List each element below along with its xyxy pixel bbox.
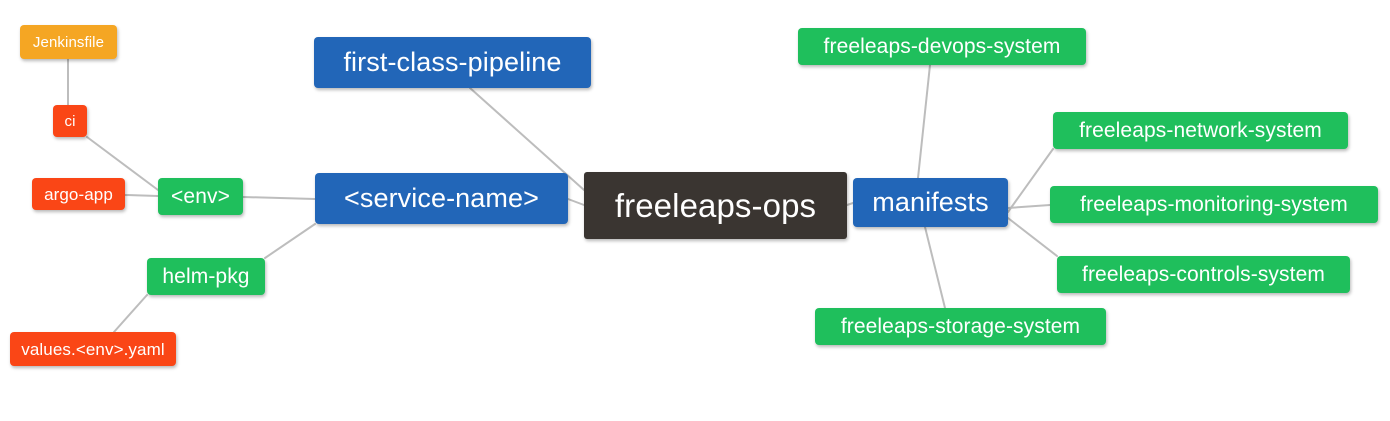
edge-manifests-to-freeleaps-storage-system: [924, 226, 946, 309]
mindmap-node-jenkinsfile[interactable]: Jenkinsfile: [20, 25, 117, 59]
node-label: freeleaps-network-system: [1079, 119, 1322, 142]
node-label: Jenkinsfile: [32, 33, 105, 51]
edge-manifests-to-freeleaps-devops-system: [917, 64, 931, 179]
node-label: freeleaps-ops: [614, 187, 817, 224]
node-label: freeleaps-monitoring-system: [1080, 193, 1348, 216]
mindmap-node-ci[interactable]: ci: [53, 105, 87, 137]
mindmap-node-helm-pkg[interactable]: helm-pkg: [147, 258, 265, 295]
edge-service-name-to-env: [242, 196, 316, 200]
mindmap-node-manifests[interactable]: manifests: [853, 178, 1008, 227]
node-label: <env>: [171, 185, 230, 208]
edge-service-name-to-helm-pkg: [264, 223, 316, 259]
edge-env-to-argo-app: [124, 194, 159, 197]
node-label: values.<env>.yaml: [21, 339, 165, 359]
mindmap-node-freeleaps-monitoring-system[interactable]: freeleaps-monitoring-system: [1050, 186, 1378, 223]
node-label: freeleaps-controls-system: [1082, 263, 1325, 286]
mindmap-node-first-class-pipeline[interactable]: first-class-pipeline: [314, 37, 591, 88]
edge-manifests-to-freeleaps-network-system: [1007, 148, 1054, 213]
edge-manifests-to-freeleaps-monitoring-system: [1007, 204, 1051, 209]
node-label: freeleaps-storage-system: [840, 315, 1081, 338]
mindmap-node-freeleaps-controls-system[interactable]: freeleaps-controls-system: [1057, 256, 1350, 293]
mindmap-node-service-name[interactable]: <service-name>: [315, 173, 568, 224]
node-label: helm-pkg: [162, 265, 250, 288]
mindmap-node-argo-app[interactable]: argo-app: [32, 178, 125, 210]
node-label: first-class-pipeline: [343, 47, 562, 77]
node-label: argo-app: [44, 184, 113, 204]
node-label: freeleaps-devops-system: [823, 35, 1061, 58]
mindmap-node-freeleaps-ops[interactable]: freeleaps-ops: [584, 172, 847, 239]
mindmap-node-freeleaps-network-system[interactable]: freeleaps-network-system: [1053, 112, 1348, 149]
edge-freeleaps-ops-to-service-name: [567, 198, 585, 206]
mindmap-node-freeleaps-storage-system[interactable]: freeleaps-storage-system: [815, 308, 1106, 345]
node-label: manifests: [872, 187, 989, 217]
node-label: ci: [64, 112, 76, 130]
edge-manifests-to-freeleaps-controls-system: [1007, 217, 1058, 257]
node-label: <service-name>: [344, 183, 539, 213]
mindmap-node-freeleaps-devops-system[interactable]: freeleaps-devops-system: [798, 28, 1086, 65]
mindmap-node-env[interactable]: <env>: [158, 178, 243, 215]
mindmap-node-values-yaml[interactable]: values.<env>.yaml: [10, 332, 176, 366]
edge-helm-pkg-to-values-yaml: [113, 294, 148, 333]
